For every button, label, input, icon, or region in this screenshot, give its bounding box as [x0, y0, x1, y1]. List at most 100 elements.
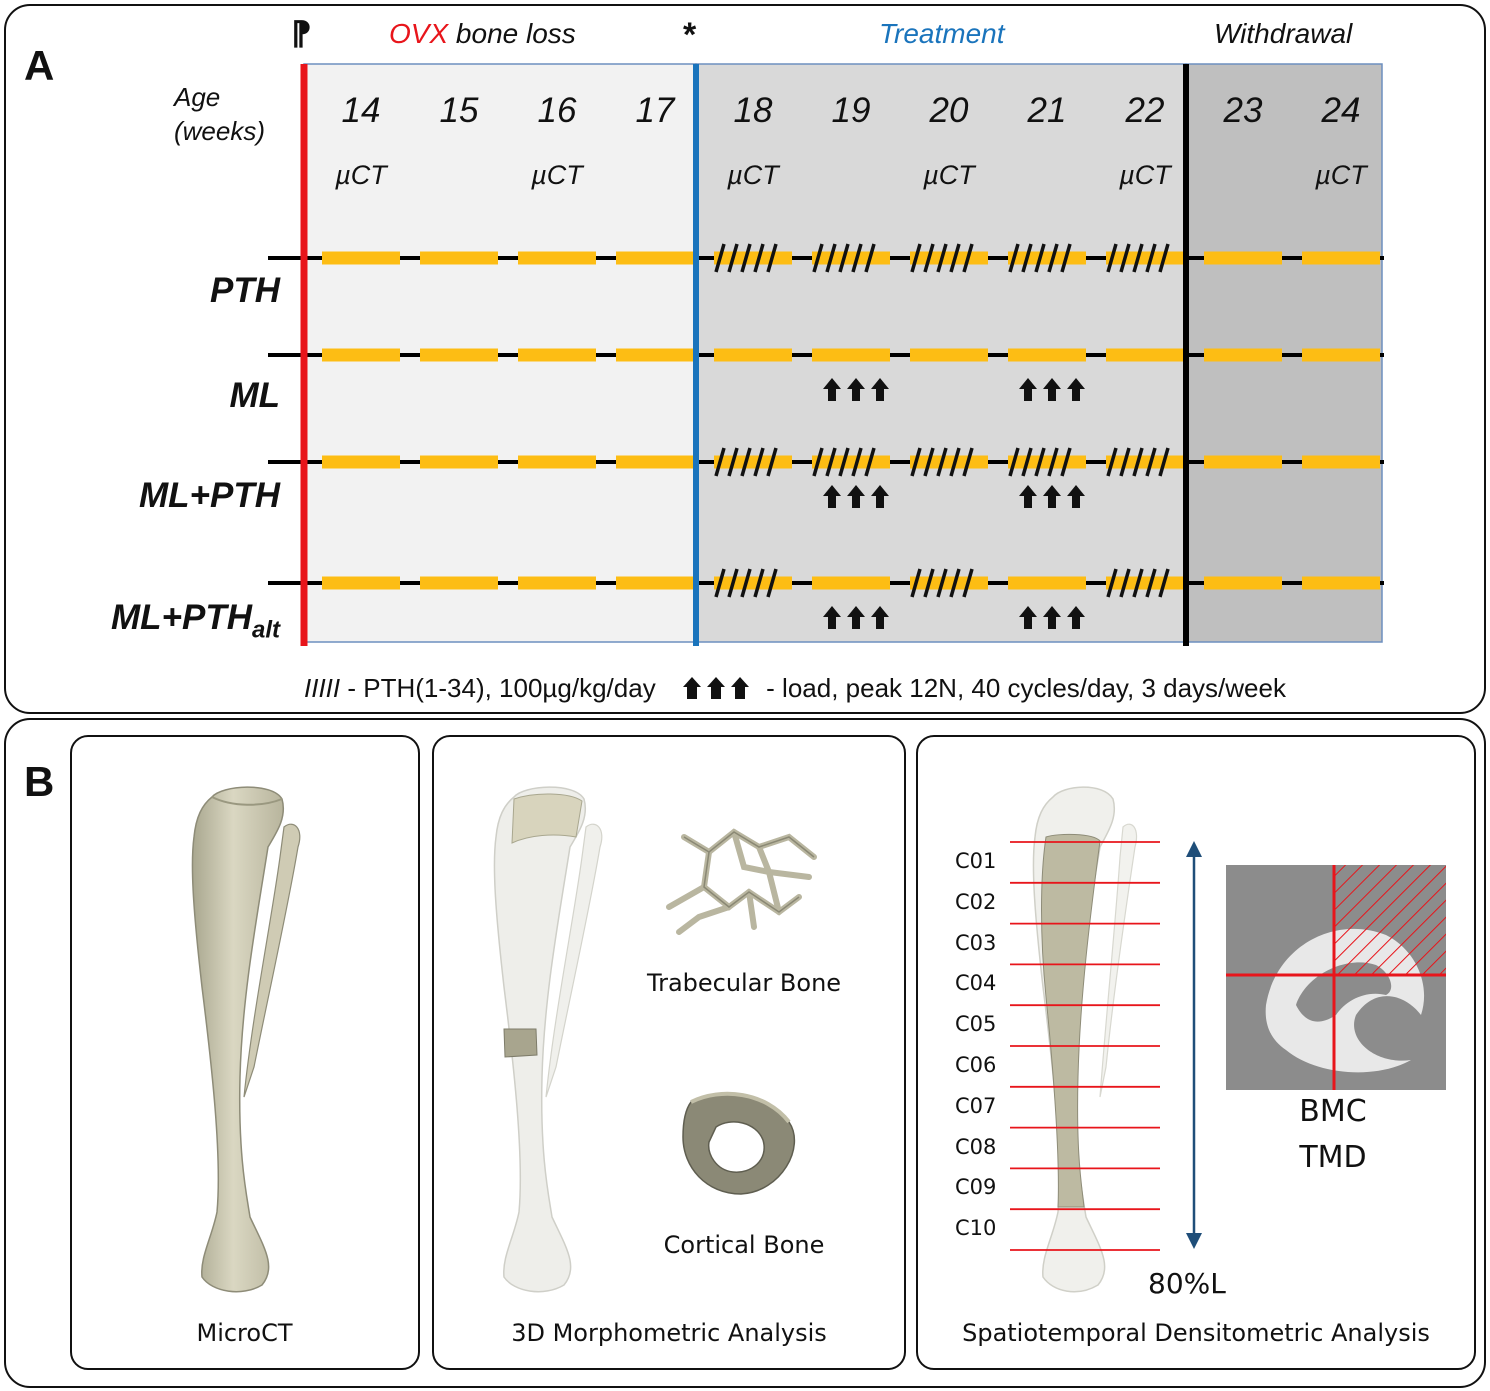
week-bar	[518, 348, 596, 362]
week-bar	[518, 251, 596, 265]
pth-dose-mark	[1145, 447, 1157, 477]
microct-scan-label: µCT	[1119, 160, 1171, 190]
load-arrow-icon	[1019, 378, 1037, 401]
week-bar	[910, 348, 988, 362]
treatment-phase-title: Treatment	[879, 18, 1005, 49]
panel-b: B MicroCT	[4, 718, 1486, 1388]
load-arrows-icon	[682, 677, 749, 699]
microct-scan-label: µCT	[1315, 160, 1367, 190]
withdrawal-phase-title: Withdrawal	[1214, 18, 1353, 49]
load-arrow-icon	[823, 378, 841, 401]
group-label: ML+PTH	[139, 476, 280, 515]
microct-scan-label: µCT	[335, 160, 387, 190]
panel-a-label: A	[24, 42, 55, 89]
week-bar	[322, 348, 400, 362]
week-bar	[812, 251, 890, 265]
week-bar	[1008, 576, 1086, 590]
week-bar	[616, 251, 694, 265]
length-arrow-down-icon	[1186, 1233, 1202, 1249]
week-bar	[812, 576, 890, 590]
pth-dose-mark	[714, 243, 726, 273]
week-bar	[420, 348, 498, 362]
pth-dose-mark	[838, 243, 850, 273]
load-arrow-icon	[847, 606, 865, 629]
pth-dose-mark	[910, 568, 922, 598]
week-label: 15	[439, 91, 479, 130]
treatment-start-asterisk: *	[683, 16, 697, 54]
week-bar	[1204, 251, 1282, 265]
week-bar	[714, 455, 792, 469]
trabecular-bone-label: Trabecular Bone	[646, 969, 842, 997]
microct-card: MicroCT	[70, 735, 420, 1370]
pth-dose-mark	[1158, 447, 1170, 477]
pth-dose-mark	[910, 243, 922, 273]
week-label: 16	[537, 91, 577, 130]
pth-dose-mark	[740, 447, 752, 477]
week-bar	[1302, 576, 1380, 590]
pth-dose-mark	[1106, 568, 1118, 598]
pth-dose-mark	[1106, 447, 1118, 477]
week-label: 14	[341, 91, 381, 130]
tibia-fibula-image	[191, 786, 301, 1293]
week-bar	[1008, 348, 1086, 362]
pth-dose-mark	[1034, 243, 1046, 273]
pth-dose-mark	[1008, 243, 1020, 273]
load-arrow-icon	[847, 485, 865, 508]
pth-dose-mark	[1158, 568, 1170, 598]
pth-dose-mark	[936, 243, 948, 273]
pth-dose-mark	[864, 447, 876, 477]
pth-dose-mark	[714, 447, 726, 477]
week-bar	[714, 348, 792, 362]
pth-dose-mark	[812, 243, 824, 273]
week-bar	[518, 455, 596, 469]
tmd-label: TMD	[1299, 1140, 1367, 1175]
load-arrow-icon	[871, 606, 889, 629]
week-label: 24	[1321, 91, 1361, 130]
bone-loss-label: bone loss	[455, 18, 576, 49]
trabecular-bone-image	[666, 828, 817, 935]
load-arrow-icon	[1067, 378, 1085, 401]
pth-legend-text: - PTH(1-34), 100µg/kg/day	[347, 673, 656, 703]
load-arrow-icon	[1043, 378, 1061, 401]
week-label: 17	[635, 91, 675, 130]
load-arrow-icon	[847, 378, 865, 401]
pth-dose-mark	[812, 447, 824, 477]
week-bar	[1106, 251, 1184, 265]
week-label: 18	[733, 91, 773, 130]
pth-dose-mark	[766, 243, 778, 273]
panel-b-label: B	[24, 758, 55, 805]
section-label: C04	[955, 971, 997, 996]
week-bar	[1204, 576, 1282, 590]
pth-dose-mark	[753, 447, 765, 477]
pth-dose-mark	[825, 243, 837, 273]
week-bar	[322, 455, 400, 469]
pth-dose-mark	[936, 568, 948, 598]
cortical-bone-label: Cortical Bone	[663, 1231, 825, 1259]
microct-scan-label: µCT	[923, 160, 975, 190]
pth-dose-mark	[1132, 243, 1144, 273]
age-label-line2: (weeks)	[174, 116, 266, 146]
age-label-line1: Age	[174, 82, 221, 112]
pth-dose-mark	[1060, 243, 1072, 273]
group-label: ML	[229, 376, 280, 415]
length-arrow-up-icon	[1186, 841, 1202, 857]
week-bar	[1204, 348, 1282, 362]
section-label: C03	[955, 930, 997, 955]
load-arrow-icon	[1019, 606, 1037, 629]
pth-dose-mark	[864, 243, 876, 273]
pth-dose-mark	[851, 243, 863, 273]
pth-dose-mark	[962, 447, 974, 477]
load-arrow-icon	[823, 606, 841, 629]
section-label: C09	[955, 1175, 997, 1200]
load-arrow-icon	[1067, 606, 1085, 629]
week-bar	[1106, 455, 1184, 469]
transparent-tibia-image	[493, 786, 603, 1293]
week-label: 23	[1223, 91, 1263, 130]
pth-dose-mark	[851, 447, 863, 477]
load-arrow-icon	[1043, 485, 1061, 508]
pth-dose-mark	[825, 447, 837, 477]
week-bar	[714, 251, 792, 265]
legend: IIIII - PTH(1-34), 100µg/kg/day - load, …	[304, 673, 1286, 704]
week-bar	[616, 348, 694, 362]
group-label: PTH	[210, 271, 280, 310]
